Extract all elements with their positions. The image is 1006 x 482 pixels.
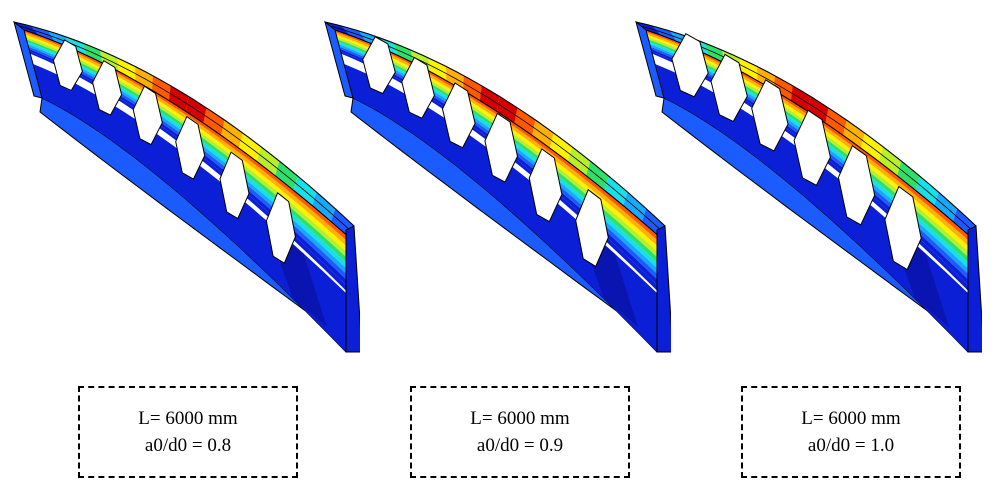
- parameter-caption-box: L= 6000 mm a0/d0 = 0.8: [78, 386, 298, 478]
- length-label: L= 6000 mm: [138, 408, 238, 429]
- web-lower-region: [33, 64, 348, 352]
- ratio-label: a0/d0 = 0.8: [144, 435, 232, 456]
- beam-panel-1: L= 6000 mm a0/d0 = 0.8: [0, 0, 360, 482]
- right-end-stiffener: [967, 225, 982, 353]
- beam-contour-plot: [635, 20, 982, 353]
- ratio-label: a0/d0 = 1.0: [807, 435, 895, 456]
- beam-contour-plot: [13, 20, 360, 353]
- web-opening: [837, 145, 876, 226]
- web-opening: [52, 39, 83, 92]
- web-opening: [710, 53, 748, 123]
- top-flange-band: [342, 26, 366, 42]
- parameter-caption-box: L= 6000 mm a0/d0 = 1.0: [741, 386, 961, 478]
- web-opening: [265, 191, 296, 264]
- web-opening: [575, 188, 609, 268]
- web-opening: [484, 112, 519, 183]
- top-flange-band: [31, 26, 55, 42]
- web-opening: [362, 36, 396, 95]
- left-end-plate: [324, 20, 354, 99]
- beam-panel-2: L= 6000 mm a0/d0 = 0.9: [311, 0, 671, 482]
- right-end-stiffener: [345, 225, 360, 353]
- web-opening: [793, 109, 831, 186]
- beam-panel-3: L= 6000 mm a0/d0 = 1.0: [622, 0, 982, 482]
- length-label: L= 6000 mm: [801, 408, 901, 429]
- web-lower-region: [344, 64, 659, 352]
- top-flange-band: [325, 22, 351, 36]
- web-opening: [175, 115, 206, 180]
- top-flange-band: [653, 26, 677, 42]
- web-opening: [751, 79, 789, 152]
- length-label: L= 6000 mm: [470, 408, 570, 429]
- web-opening: [219, 151, 250, 220]
- web-opening: [884, 185, 922, 271]
- beam-contour-plot: [324, 20, 671, 353]
- left-end-plate: [635, 20, 665, 99]
- web-opening: [528, 148, 563, 223]
- web-opening: [132, 85, 163, 146]
- web-opening: [441, 82, 476, 149]
- web-opening: [401, 56, 435, 119]
- ratio-label: a0/d0 = 0.9: [476, 435, 564, 456]
- top-flange-band: [636, 22, 662, 36]
- web-opening: [92, 59, 123, 116]
- parameter-caption-box: L= 6000 mm a0/d0 = 0.9: [410, 386, 630, 478]
- web-lower-region: [655, 64, 970, 352]
- top-flange-band: [14, 22, 40, 36]
- left-end-plate: [13, 20, 43, 99]
- right-end-stiffener: [656, 225, 671, 353]
- web-opening: [671, 33, 709, 98]
